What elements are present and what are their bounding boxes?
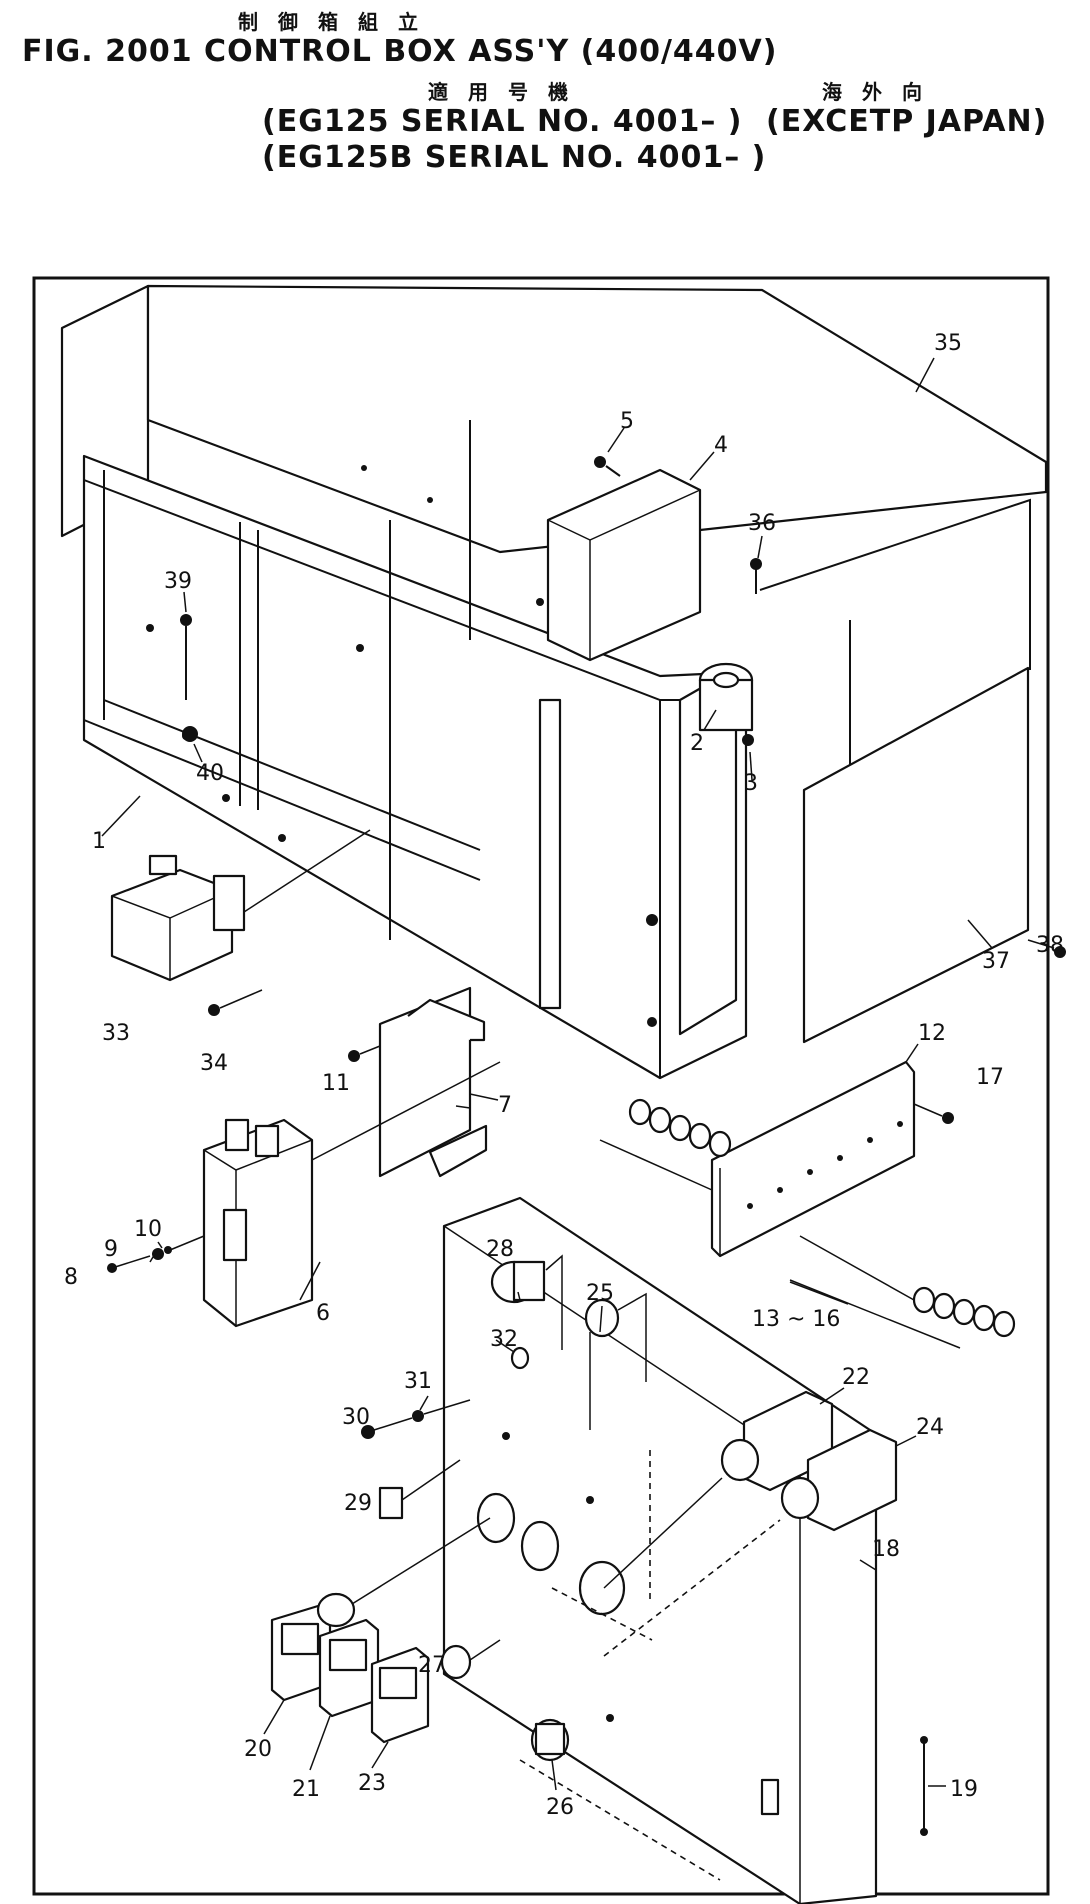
japanese-overseas-label: 海外向 (822, 80, 942, 104)
callout-4: 4 (714, 433, 728, 458)
terminal-board (710, 1060, 916, 1258)
relay (110, 854, 246, 982)
callout-5: 5 (620, 409, 634, 434)
callout-29: 29 (344, 1491, 372, 1516)
callout-32: 32 (490, 1327, 518, 1352)
nut-32 (510, 1346, 530, 1370)
serial-line-2: (EG125B SERIAL NO. 4001– ) (262, 140, 767, 175)
callout-2: 2 (690, 731, 704, 756)
callout-7: 7 (498, 1093, 512, 1118)
callout-19: 19 (950, 1777, 978, 1802)
meter-21 (316, 1592, 380, 1718)
leader-meters (351, 1517, 491, 1605)
bolt-39 (180, 614, 192, 700)
callout-27: 27 (418, 1653, 446, 1678)
circuit-breaker (202, 1118, 314, 1328)
callout-18: 18 (872, 1537, 900, 1562)
lamp-socket (584, 1292, 647, 1430)
callout-40: 40 (196, 761, 224, 786)
terminal-pieces-upper (599, 1098, 732, 1191)
callout-10: 10 (134, 1217, 162, 1242)
screw-30-31 (361, 1399, 471, 1439)
callout-25: 25 (586, 1281, 614, 1306)
callout-13-16: 13 ~ 16 (752, 1307, 840, 1332)
callout-35: 35 (934, 331, 962, 356)
leader-switch (603, 1477, 723, 1589)
nut-40 (182, 726, 198, 742)
selector-switch-24 (780, 1428, 898, 1532)
screw-17 (913, 1103, 954, 1124)
dashed-mounting-lines (519, 1450, 781, 1881)
callout-12: 12 (918, 1021, 946, 1046)
panel-handle (920, 1736, 928, 1836)
screw-34 (208, 989, 263, 1016)
callout-21: 21 (292, 1777, 320, 1802)
callout-8: 8 (64, 1265, 78, 1290)
callout-labels: 1 2 3 4 5 6 7 8 9 10 11 12 13 ~ 16 17 18… (64, 331, 1064, 1820)
callout-9: 9 (104, 1237, 118, 1262)
callout-34: 34 (200, 1051, 228, 1076)
callout-28: 28 (486, 1237, 514, 1262)
terminal-pieces-lower (789, 1235, 1016, 1349)
callout-30: 30 (342, 1405, 370, 1430)
cover-screw (1054, 946, 1066, 958)
inner-bracket (538, 698, 562, 1010)
callout-23: 23 (358, 1771, 386, 1796)
callout-1: 1 (92, 829, 106, 854)
leader-lines (101, 357, 993, 1791)
callout-37: 37 (982, 949, 1010, 974)
diagram-frame (32, 276, 1050, 1896)
breaker-bracket (378, 986, 488, 1178)
callout-36: 36 (748, 511, 776, 536)
knob-27 (440, 1639, 501, 1680)
screw-5 (594, 456, 621, 477)
screw-11 (348, 1045, 381, 1062)
callout-26: 26 (546, 1795, 574, 1820)
transformer (546, 468, 702, 662)
callout-11: 11 (322, 1071, 350, 1096)
callout-17: 17 (976, 1065, 1004, 1090)
japanese-title: 制御箱組立 (238, 10, 438, 34)
figure-title: FIG. 2001 CONTROL BOX ASS'Y (400/440V) (22, 34, 778, 69)
switch-26 (530, 1718, 570, 1762)
side-cover (802, 666, 1030, 1044)
meter-23 (370, 1646, 430, 1744)
screw-set-8-9-10 (107, 1235, 205, 1273)
callout-33: 33 (102, 1021, 130, 1046)
leader-breaker (311, 1061, 501, 1161)
fuse-holder (698, 662, 754, 746)
front-panel (442, 1196, 878, 1904)
bolt-36 (750, 558, 762, 594)
callout-6: 6 (316, 1301, 330, 1326)
callout-38: 38 (1036, 933, 1064, 958)
japanese-applicable-label: 適用号機 (428, 80, 588, 104)
callout-20: 20 (244, 1737, 272, 1762)
serial-line-1: (EG125 SERIAL NO. 4001– ) (262, 104, 743, 139)
callout-39: 39 (164, 569, 192, 594)
main-frame (82, 454, 748, 1080)
callout-24: 24 (916, 1415, 944, 1440)
callout-31: 31 (404, 1369, 432, 1394)
switch-29 (378, 1459, 461, 1520)
callout-3: 3 (744, 771, 758, 796)
callout-22: 22 (842, 1365, 870, 1390)
overseas-note: (EXCETP JAPAN) (766, 104, 1048, 139)
leader-relay (243, 829, 371, 913)
control-box-enclosure (60, 284, 1048, 1080)
